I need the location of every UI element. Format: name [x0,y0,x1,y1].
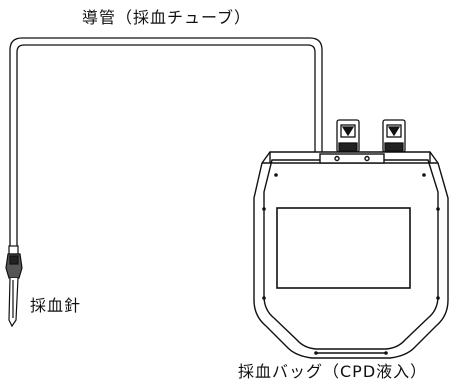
collection-tube [9,37,323,248]
blood-bag [253,151,449,359]
bag-label: 採血バッグ（CPD液入） [238,362,428,381]
bag-ports [336,119,406,153]
bag-rivets [262,173,440,355]
needle-label: 採血針 [30,296,82,315]
needle [5,245,23,328]
tube-label: 導管（採血チューブ） [82,8,252,27]
